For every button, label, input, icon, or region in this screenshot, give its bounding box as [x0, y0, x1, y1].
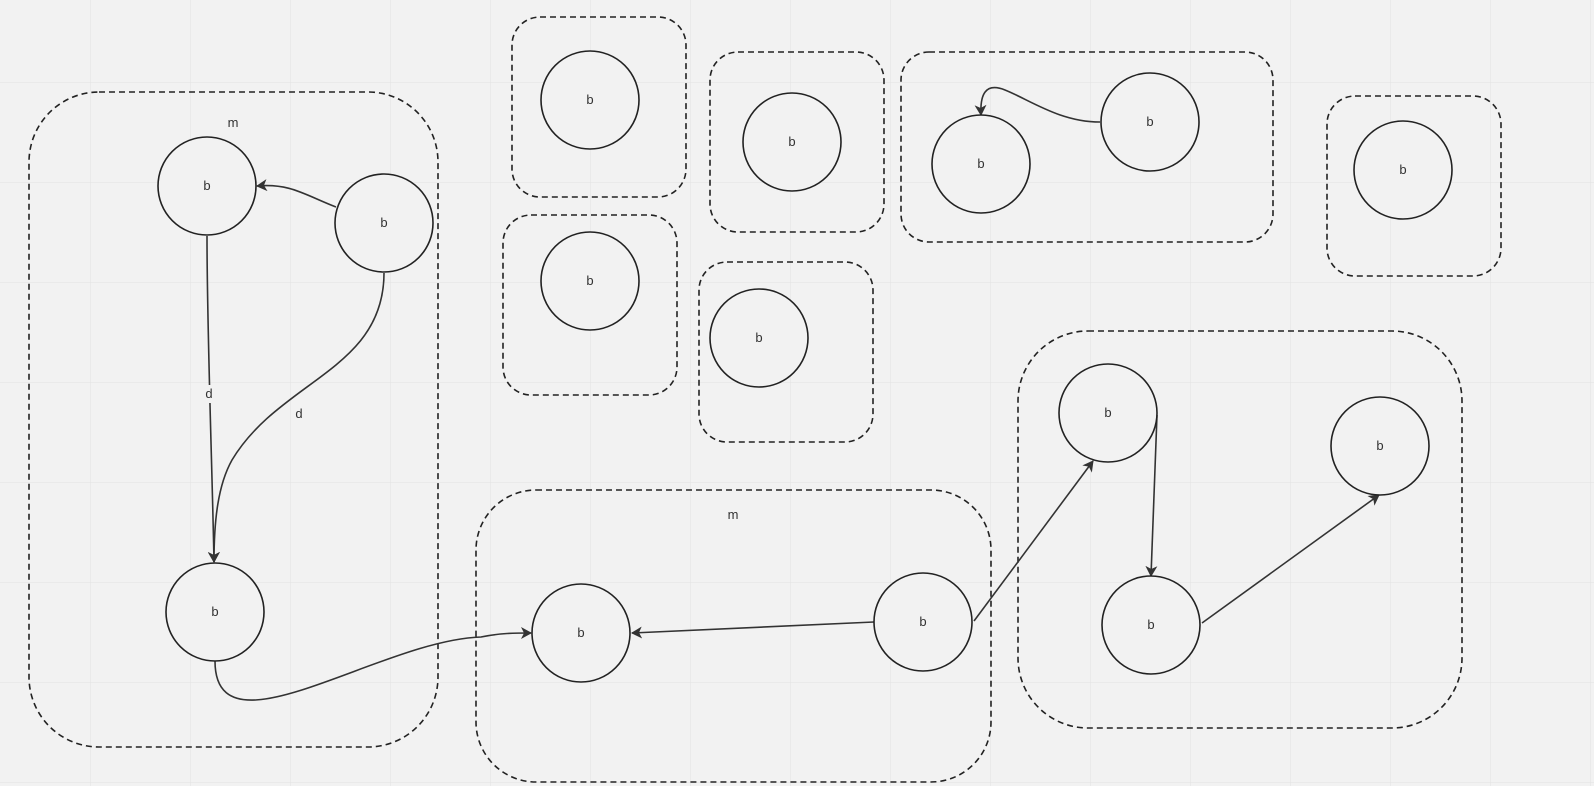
- group-container-2[interactable]: [511, 16, 687, 198]
- node-label: b: [788, 134, 795, 149]
- node-label: b: [919, 614, 926, 629]
- node-label: b: [211, 604, 218, 619]
- node-circle[interactable]: b: [931, 114, 1031, 214]
- group-container-7[interactable]: [1326, 95, 1502, 277]
- node-circle[interactable]: b: [531, 583, 631, 683]
- node-circle[interactable]: b: [742, 92, 842, 192]
- node-circle[interactable]: b: [157, 136, 257, 236]
- edge-n2-to-n3[interactable]: d: [208, 272, 385, 563]
- edge-n1-to-n3[interactable]: d: [201, 235, 220, 563]
- group-label: m: [228, 115, 239, 130]
- edge-label: d: [205, 386, 212, 401]
- node-label: b: [577, 625, 584, 640]
- group-container-3[interactable]: [502, 214, 678, 396]
- node-circle[interactable]: b: [1058, 363, 1158, 463]
- edge-n2-to-n1[interactable]: [256, 179, 337, 208]
- node-label: b: [380, 215, 387, 230]
- group-container-5[interactable]: [698, 261, 874, 443]
- edge-label: d: [295, 406, 302, 421]
- group-container-4[interactable]: [709, 51, 885, 233]
- group-container-8[interactable]: m: [475, 489, 992, 783]
- node-label: b: [1376, 438, 1383, 453]
- node-circle[interactable]: b: [165, 562, 265, 662]
- node-circle[interactable]: b: [1330, 396, 1430, 496]
- node-label: b: [1146, 114, 1153, 129]
- node-circle[interactable]: b: [1100, 72, 1200, 172]
- node-label: b: [586, 92, 593, 107]
- node-label: b: [586, 273, 593, 288]
- node-circle[interactable]: b: [334, 173, 434, 273]
- node-circle[interactable]: b: [540, 50, 640, 150]
- edge-n15-to-n11[interactable]: [973, 460, 1094, 622]
- edge-n15-to-n14[interactable]: [631, 621, 875, 639]
- group-container-1[interactable]: m: [28, 91, 439, 748]
- node-label: b: [755, 330, 762, 345]
- node-label: b: [1147, 617, 1154, 632]
- group-container-9[interactable]: [1017, 330, 1463, 729]
- node-circle[interactable]: b: [540, 231, 640, 331]
- node-label: b: [977, 156, 984, 171]
- group-container-6[interactable]: [900, 51, 1274, 243]
- node-circle[interactable]: b: [1101, 575, 1201, 675]
- edge-n3-to-n14[interactable]: [214, 627, 532, 701]
- node-label: b: [1104, 405, 1111, 420]
- node-circle[interactable]: b: [1353, 120, 1453, 220]
- edge-n9-to-n8[interactable]: [974, 86, 1101, 123]
- edge-n11-to-n12[interactable]: [1145, 414, 1158, 577]
- node-label: b: [203, 178, 210, 193]
- group-label: m: [728, 507, 739, 522]
- node-label: b: [1399, 162, 1406, 177]
- node-circle[interactable]: b: [873, 572, 973, 672]
- node-circle[interactable]: b: [709, 288, 809, 388]
- edge-n12-to-n13[interactable]: [1201, 494, 1380, 624]
